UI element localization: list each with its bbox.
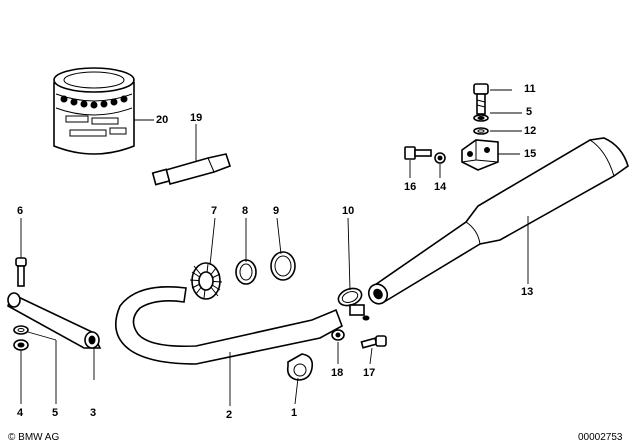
- washer-5-upper-part: [473, 114, 489, 122]
- bolt-11-part: [473, 83, 489, 115]
- grease-tube-part: [151, 153, 232, 186]
- nut-4-part: [13, 339, 29, 351]
- callout-12: 12: [524, 125, 537, 137]
- clip-1-part: [286, 353, 314, 381]
- exhaust-pipe-2-part: [114, 286, 343, 365]
- callout-1: 1: [291, 407, 298, 419]
- washer-5-lower-part: [13, 325, 29, 335]
- callout-2: 2: [226, 409, 233, 421]
- callout-8: 8: [242, 205, 249, 217]
- ring-8-part: [235, 259, 257, 285]
- silencer-13-part: [367, 137, 629, 305]
- callout-20: 20: [156, 114, 169, 126]
- callout-11: 11: [524, 83, 536, 95]
- cooling-ring-7-part: [189, 262, 223, 300]
- callout-19: 19: [190, 112, 203, 124]
- callout-6: 6: [17, 205, 24, 217]
- callout-16: 16: [404, 181, 417, 193]
- paste-tin-part: [53, 67, 135, 155]
- copyright-text: © BMW AG: [8, 432, 60, 443]
- callout-3: 3: [90, 407, 97, 419]
- bolt-6-part: [15, 257, 27, 287]
- callout-10: 10: [342, 205, 355, 217]
- callout-13: 13: [521, 286, 534, 298]
- ring-9-part: [270, 251, 296, 281]
- bolt-16-part: [404, 146, 432, 160]
- callout-14: 14: [434, 181, 447, 193]
- footrest-tube-3-part: [7, 292, 102, 349]
- drawing-number: 00002753: [578, 432, 623, 443]
- callout-5-lower: 5: [52, 407, 59, 419]
- callout-7: 7: [211, 205, 218, 217]
- callout-15: 15: [524, 148, 537, 160]
- nut-18-part: [331, 329, 345, 341]
- callout-9: 9: [273, 205, 280, 217]
- callout-4: 4: [17, 407, 24, 419]
- callout-17: 17: [363, 367, 376, 379]
- bolt-17-part: [360, 335, 387, 349]
- bracket-15-part: [461, 139, 499, 171]
- callout-5-upper: 5: [526, 106, 533, 118]
- clamp-10-part: [337, 287, 370, 321]
- washer-12-part: [473, 127, 489, 135]
- nut-14-part: [434, 152, 446, 164]
- callout-18: 18: [331, 367, 344, 379]
- leader-lines: [20, 89, 529, 406]
